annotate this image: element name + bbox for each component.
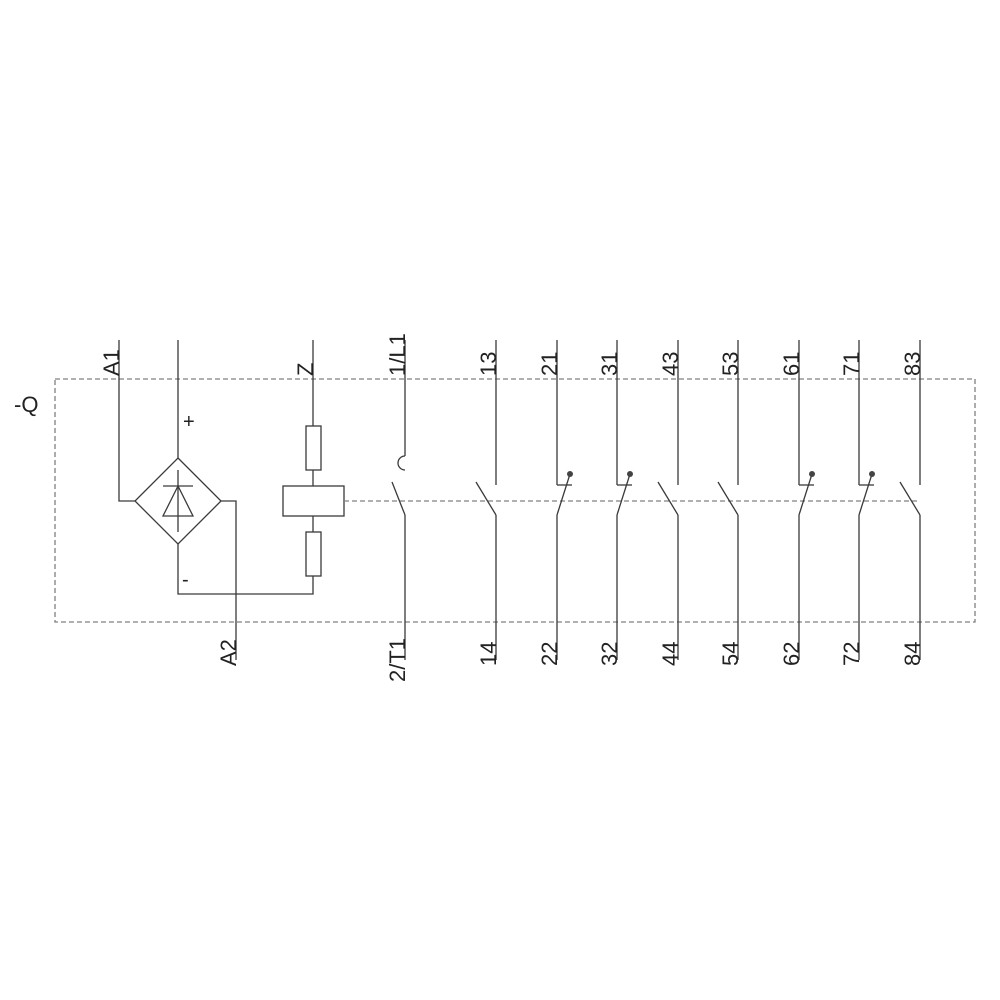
contact-bottom-label: 54: [718, 642, 743, 666]
aux-contact-53-54: 53 54: [717, 340, 743, 666]
minus-label: -: [182, 569, 189, 591]
aux-contact-31-32: 31 32: [597, 340, 633, 666]
contact-bottom-label: 84: [900, 642, 925, 666]
device-boundary: [54, 378, 976, 623]
terminal-a1: A1: [99, 340, 135, 502]
contact-top-label: 83: [900, 352, 925, 376]
contact-bottom-label: 22: [537, 642, 562, 666]
contact-dot: [869, 471, 875, 477]
aux-contact-83-84: 83 84: [899, 340, 925, 666]
contact-bottom-label: 44: [658, 642, 683, 666]
contact-top-label: 53: [718, 352, 743, 376]
z-label: Z: [293, 363, 318, 376]
contact-bottom-label: 62: [779, 642, 804, 666]
coil: Z: [282, 340, 345, 577]
a2-label: A2: [216, 639, 241, 666]
aux-contact-13-14: 13 14: [475, 340, 501, 666]
contact-top-label: 43: [658, 352, 683, 376]
contact-top-label: 71: [839, 352, 864, 376]
contact-top-label: 13: [476, 352, 501, 376]
contact-bottom-label: 32: [597, 642, 622, 666]
aux-contact-43-44: 43 44: [657, 340, 683, 666]
contact-top-label: 31: [597, 352, 622, 376]
contact-dot: [809, 471, 815, 477]
aux-contact-71-72: 71 72: [839, 340, 875, 666]
aux-contact-61-62: 61 62: [779, 340, 815, 666]
contact-top-label: 21: [537, 352, 562, 376]
contact-dot: [567, 471, 573, 477]
aux-contact-21-22: 21 22: [537, 340, 573, 666]
main-contact-bottom-label: 2/T1: [385, 638, 410, 682]
contact-bottom-label: 14: [476, 642, 501, 666]
bridge-rectifier: + - A2: [134, 340, 314, 666]
main-contact-top-label: 1/L1: [385, 333, 410, 376]
main-contact: 1/L1 2/T1: [385, 333, 410, 682]
contact-bottom-label: 72: [839, 642, 864, 666]
a1-label: A1: [99, 349, 124, 376]
contact-dot: [627, 471, 633, 477]
device-label: -Q: [14, 392, 38, 417]
contact-top-label: 61: [779, 352, 804, 376]
plus-label: +: [183, 411, 195, 433]
